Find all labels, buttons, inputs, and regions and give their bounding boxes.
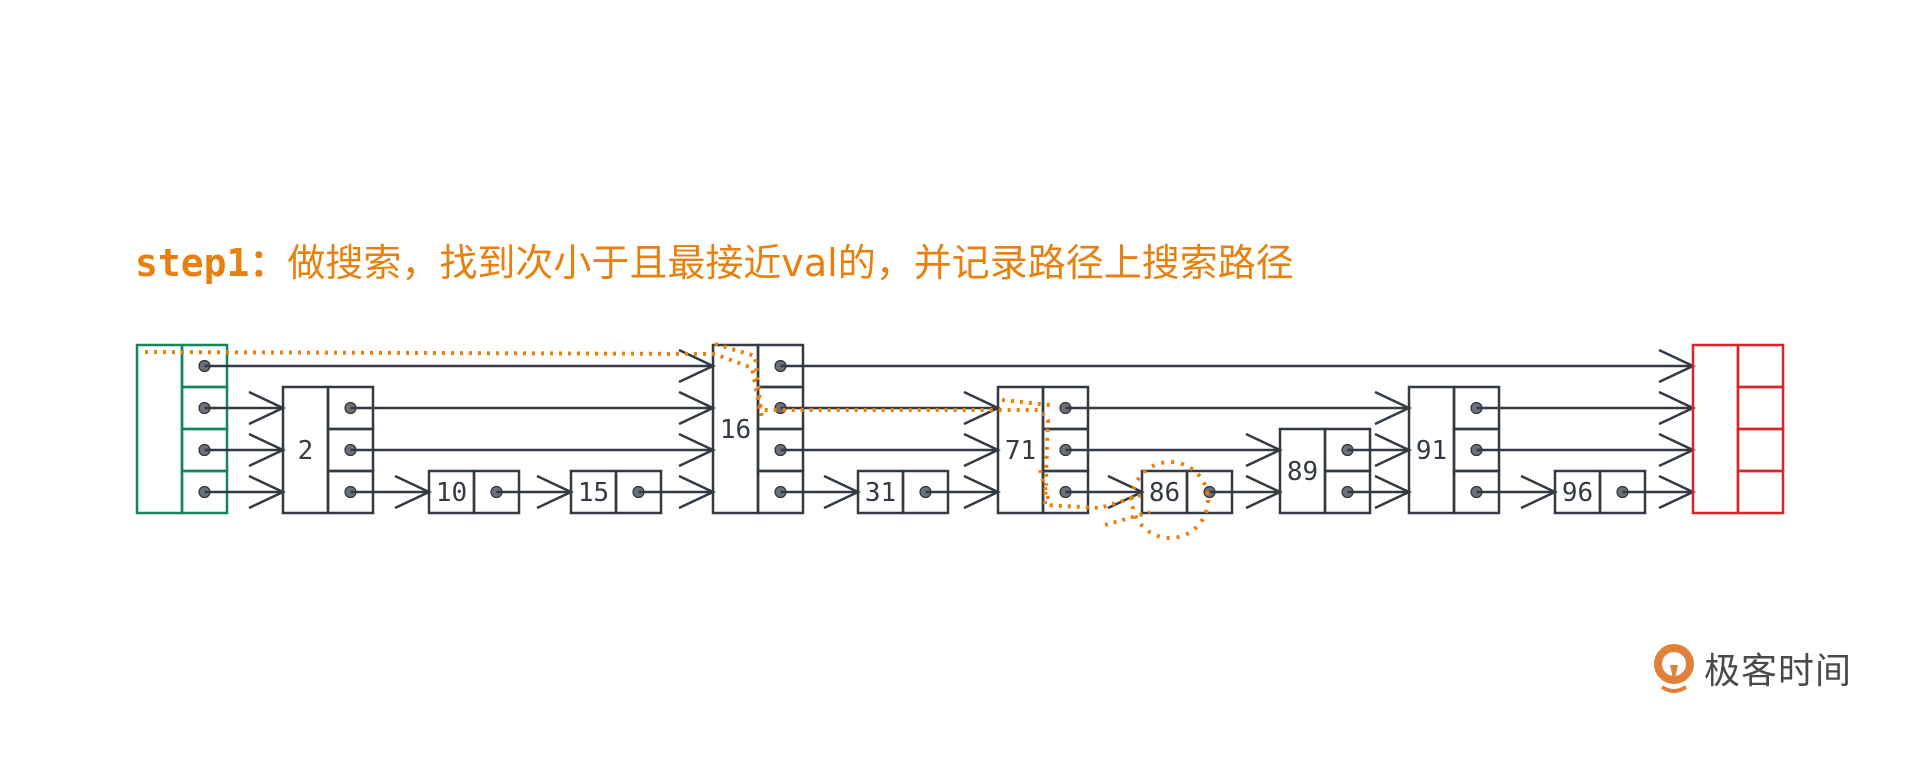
search-path [144, 350, 1143, 511]
step-description: 做搜索，找到次小于且最接近val的，并记录路径上搜索路径 [287, 241, 1294, 285]
node-key: 15 [578, 478, 609, 508]
node-key: 16 [720, 415, 751, 445]
logo-icon [1654, 644, 1694, 693]
node-key: 31 [865, 478, 896, 508]
node-key: 96 [1562, 478, 1593, 508]
tail-level-cell [1736, 385, 1785, 431]
highlight-circle [1130, 460, 1210, 540]
head-body [135, 343, 184, 515]
node-key: 2 [298, 436, 314, 466]
brand-logo: 极客时间 [1652, 642, 1852, 694]
node-key: 91 [1416, 436, 1447, 466]
logo-text: 极客时间 [1704, 651, 1853, 692]
tail-level-cell [1736, 343, 1785, 389]
tail-level-cell [1736, 469, 1785, 515]
search-path-detail [714, 342, 1052, 506]
tail-body [1691, 343, 1740, 515]
node-key: 86 [1149, 478, 1180, 508]
node-key: 89 [1287, 457, 1318, 487]
step-title: step1：做搜索，找到次小于且最接近val的，并记录路径上搜索路径 [135, 232, 1294, 287]
step-label: step1： [135, 241, 288, 285]
tail-level-cell [1736, 427, 1785, 473]
node-key: 71 [1005, 436, 1036, 466]
node-key: 10 [436, 478, 467, 508]
